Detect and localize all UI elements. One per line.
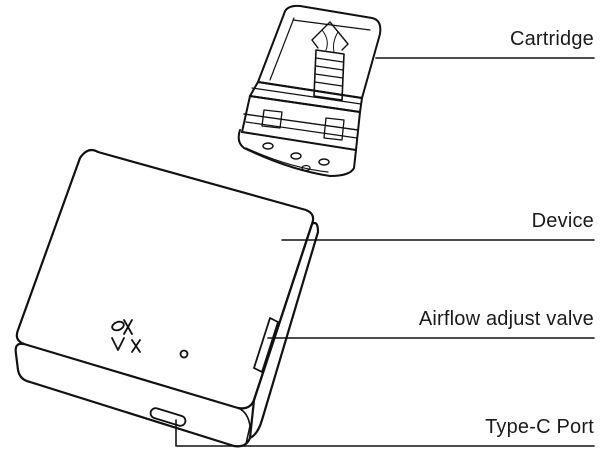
callout-cartridge: Cartridge — [509, 28, 594, 50]
cartridge-shell — [257, 4, 382, 99]
leader-lines — [175, 57, 595, 447]
cartridge-base — [241, 95, 361, 151]
callout-type-c-port: Type-C Port — [485, 416, 594, 438]
cartridge-illustration — [237, 4, 382, 177]
callout-device: Device — [531, 210, 594, 232]
type-c-port — [149, 407, 187, 427]
cartridge-shoulder — [249, 81, 363, 113]
callout-airflow-valve: Airflow adjust valve — [418, 308, 594, 330]
device-side-face — [248, 221, 320, 440]
coil-body — [313, 49, 345, 101]
device-front-face — [14, 342, 256, 448]
indicator-light — [179, 349, 189, 359]
device-top-face — [15, 148, 315, 410]
port-leader — [175, 419, 595, 447]
airflow-valve — [253, 317, 279, 373]
device-illustration — [14, 148, 320, 448]
brand-logo — [111, 319, 141, 353]
